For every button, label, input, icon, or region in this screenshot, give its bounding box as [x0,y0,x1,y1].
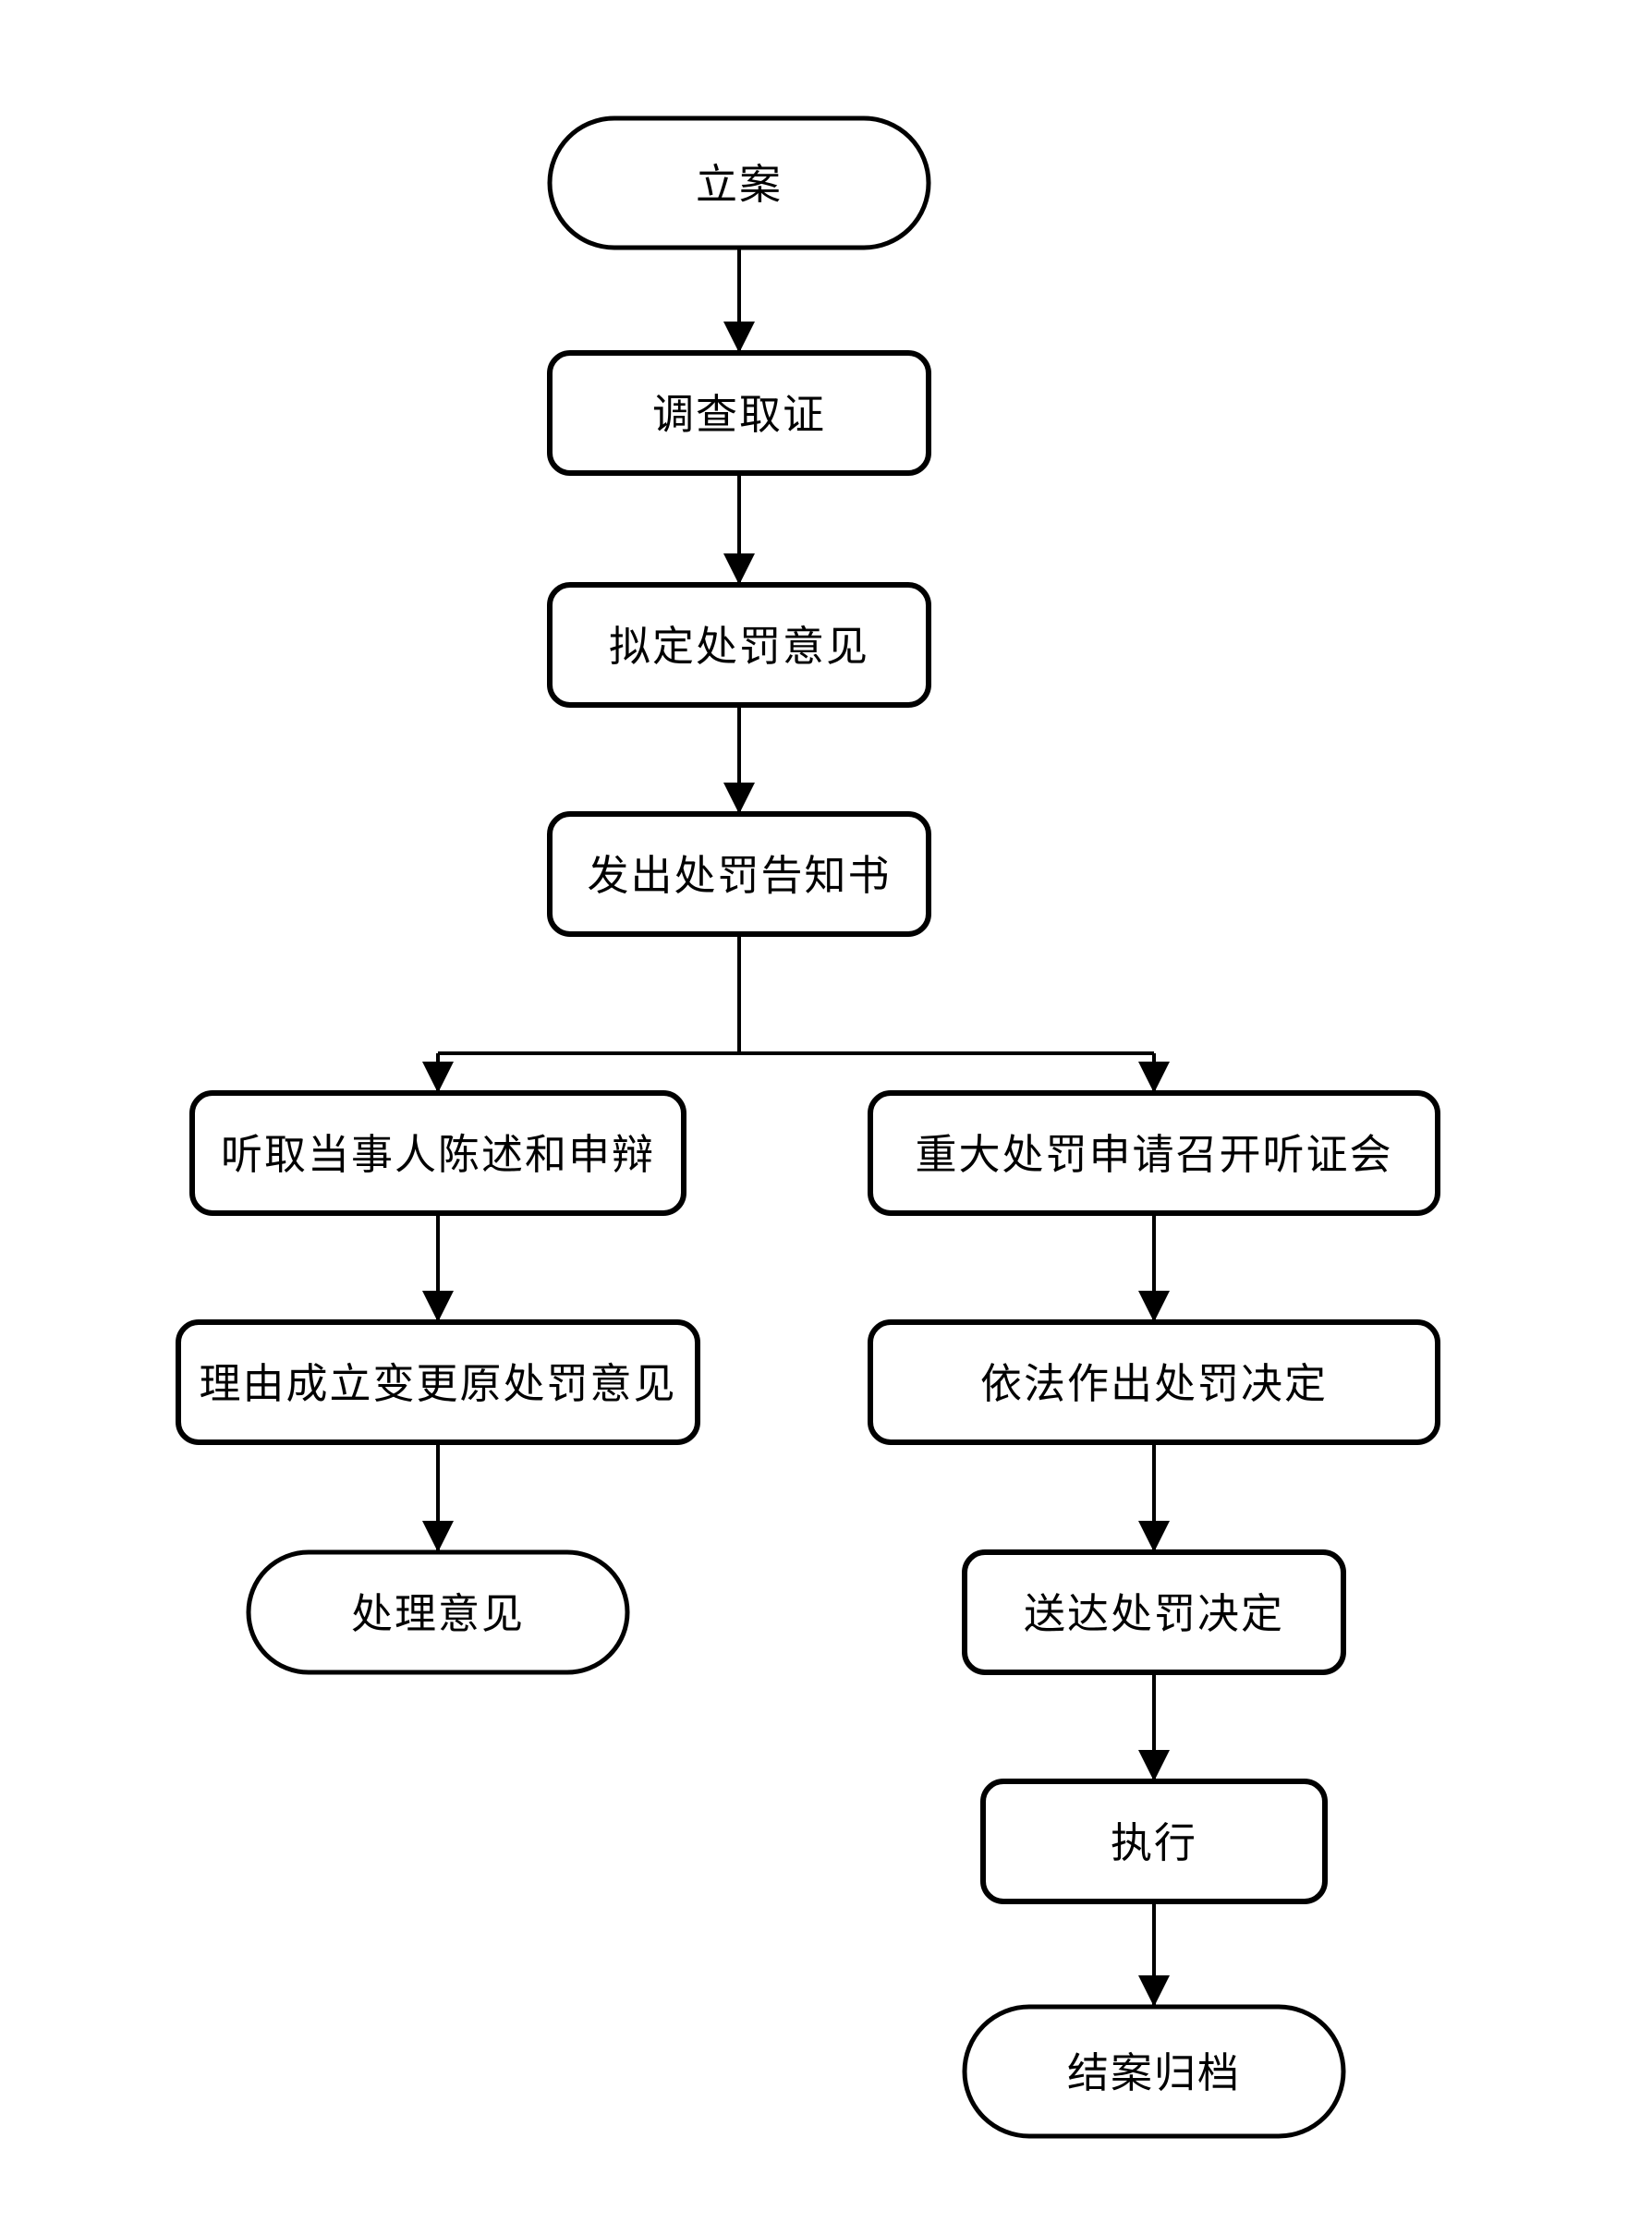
node-shape [547,350,931,476]
edge-n11-to-n12 [1138,1901,1170,2007]
node-结案归档[interactable]: 结案归档 [962,2004,1346,2139]
node-shape [980,1779,1328,1904]
node-label: 处理意见 [351,1591,525,1637]
node-label: 重大处罚申请召开听证会 [915,1132,1392,1178]
node-label: 依法作出处罚决定 [980,1361,1328,1407]
edge-n3-to-n4 [723,705,755,814]
node-label: 听取当事人陈述和申辩 [221,1132,655,1178]
node-处理意见[interactable]: 处理意见 [246,1549,630,1675]
node-label: 送达处罚决定 [1024,1591,1284,1637]
node-依法作出处罚决定[interactable]: 依法作出处罚决定 [868,1319,1440,1445]
node-shape [547,811,931,937]
node-调查取证[interactable]: 调查取证 [547,350,931,476]
node-shape [189,1090,686,1216]
node-label: 拟定处罚意见 [609,624,869,670]
node-理由成立变更原处罚意见[interactable]: 理由成立变更原处罚意见 [176,1319,700,1445]
node-执行[interactable]: 执行 [980,1779,1328,1904]
edge-n4-to-n6 [1138,1053,1170,1093]
node-label: 结案归档 [1067,2050,1241,2096]
node-立案[interactable]: 立案 [547,115,931,250]
node-shape [246,1549,630,1675]
edges-layer [422,248,1170,2007]
edge-n2-to-n3 [723,473,755,585]
node-听取当事人陈述和申辩[interactable]: 听取当事人陈述和申辩 [189,1090,686,1216]
node-shape [176,1319,700,1445]
edge-n7-to-n9 [422,1442,454,1552]
node-重大处罚申请召开听证会[interactable]: 重大处罚申请召开听证会 [868,1090,1440,1216]
node-shape [868,1319,1440,1445]
node-shape [547,582,931,708]
node-shape [962,1549,1346,1675]
edge-n6-to-n8 [1138,1213,1170,1322]
node-label: 调查取证 [652,392,826,438]
edge-branch-split [438,934,1154,1055]
node-label: 发出处罚告知书 [587,853,891,899]
node-拟定处罚意见[interactable]: 拟定处罚意见 [547,582,931,708]
edge-n10-to-n11 [1138,1672,1170,1781]
node-label: 理由成立变更原处罚意见 [199,1361,676,1407]
edge-n5-to-n7 [422,1213,454,1322]
node-label: 执行 [1111,1820,1197,1866]
edge-n4-to-n5 [422,1053,454,1093]
node-shape [962,2004,1346,2139]
node-发出处罚告知书[interactable]: 发出处罚告知书 [547,811,931,937]
edge-n1-to-n2 [723,248,755,353]
node-shape [547,115,931,250]
node-shape [868,1090,1440,1216]
edge-n8-to-n10 [1138,1442,1170,1552]
node-label: 立案 [696,162,783,208]
node-送达处罚决定[interactable]: 送达处罚决定 [962,1549,1346,1675]
